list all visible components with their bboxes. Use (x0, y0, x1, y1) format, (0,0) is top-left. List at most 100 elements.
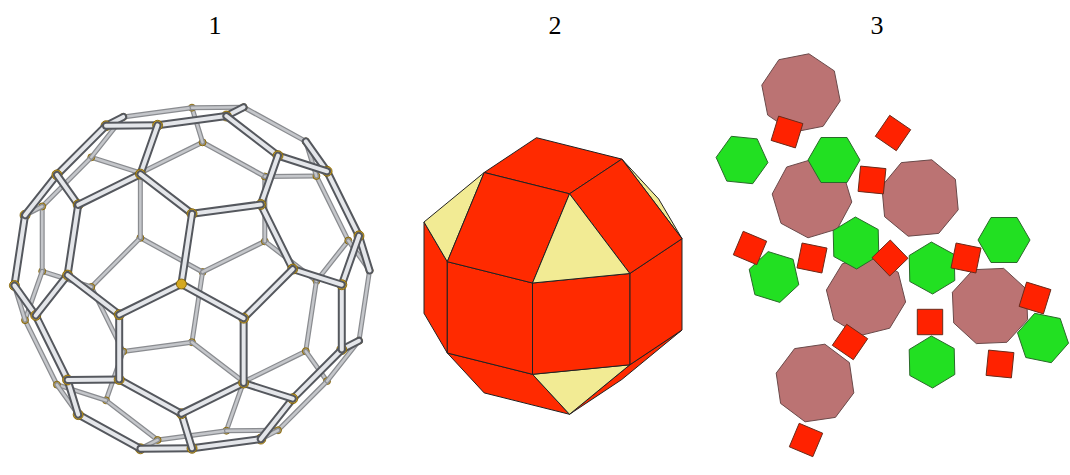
bond-stick (91, 157, 140, 173)
bond-highlight (91, 238, 140, 287)
bond-highlight (192, 108, 203, 143)
bond-highlight (117, 315, 121, 380)
hexagon-face (1018, 313, 1069, 362)
rhombicuboctahedron (424, 138, 682, 415)
square-face (872, 240, 908, 276)
bond-stick (192, 342, 244, 382)
hexagon-face (716, 136, 768, 183)
bond-stick (140, 174, 192, 214)
bond-highlight (25, 175, 57, 215)
bond-highlight (226, 116, 278, 156)
bond-stick (119, 284, 181, 315)
bond-highlight (192, 439, 261, 448)
bond-stick (36, 275, 68, 315)
bond-stick (338, 285, 346, 350)
bond-highlight (68, 378, 120, 382)
bond-highlight (359, 270, 370, 340)
figure-number: 1 (209, 13, 222, 39)
bond-highlight (242, 318, 246, 383)
bond-stick (261, 399, 293, 439)
bond-stick (342, 236, 359, 285)
bond-stick (140, 444, 192, 452)
bond-stick (106, 121, 158, 129)
bond-highlight (244, 351, 306, 382)
square-face (733, 231, 766, 264)
hexagon-face (978, 218, 1030, 263)
bond-stick (68, 376, 120, 384)
bond-highlight (293, 269, 342, 285)
bond-highlight (140, 238, 202, 272)
bond-highlight (140, 446, 192, 450)
square-face (771, 116, 803, 148)
bond-highlight (36, 275, 68, 315)
fullerene-model (9, 104, 373, 454)
atom-ball (176, 279, 186, 289)
square-face (875, 115, 910, 150)
bond-stick (138, 173, 143, 238)
bond-highlight (140, 125, 157, 174)
bond-highlight (139, 173, 142, 238)
bond-highlight (203, 241, 265, 272)
bond-highlight (78, 415, 140, 449)
bond-stick (293, 269, 342, 285)
bond-stick (25, 175, 57, 215)
square-face (858, 166, 886, 194)
square-face (789, 423, 822, 456)
bond-highlight (158, 116, 227, 125)
polyhedron-net (716, 54, 1068, 457)
bond-stick (203, 142, 265, 176)
bond-stick (119, 380, 181, 414)
bond-highlight (340, 285, 344, 350)
bond-stick (78, 174, 140, 205)
bond-stick (91, 238, 140, 287)
bond-stick (57, 126, 106, 175)
octagon-face (776, 344, 854, 422)
square-face (917, 309, 942, 334)
bond-highlight (36, 315, 68, 380)
bond-stick (115, 315, 123, 380)
bond-stick (261, 156, 278, 205)
bond-stick (68, 275, 120, 315)
bond-highlight (119, 284, 181, 315)
bond-highlight (244, 383, 293, 399)
bond-stick (57, 175, 78, 205)
bond-stick (192, 108, 203, 143)
bond-stick (244, 351, 306, 382)
triangle-face (533, 194, 630, 283)
bond-stick (240, 318, 248, 383)
bond-highlight (106, 123, 158, 127)
bond-stick (192, 439, 261, 448)
hexagon-face (909, 336, 955, 388)
bond-stick (181, 214, 192, 284)
bond-stick (192, 204, 261, 213)
bond-stick (78, 415, 140, 449)
bond-highlight (261, 204, 293, 269)
bond-highlight (306, 281, 317, 351)
bond-stick (14, 215, 25, 285)
bond-highlight (181, 383, 243, 414)
bond-highlight (181, 284, 243, 318)
octagon-face (762, 54, 840, 132)
hexagon-face (909, 242, 955, 294)
bond-stick (123, 342, 192, 351)
bond-highlight (278, 156, 327, 172)
bond-stick (192, 272, 203, 342)
bond-highlight (261, 156, 278, 205)
octagon-face (952, 268, 1027, 343)
bond-stick (140, 125, 157, 174)
bond-highlight (78, 174, 140, 205)
bond-stick (359, 270, 370, 340)
bond-stick (244, 269, 293, 318)
bond-highlight (123, 342, 192, 351)
bond-highlight (192, 272, 203, 342)
bond-stick (123, 108, 192, 117)
bond-stick (203, 241, 265, 272)
square-face (951, 243, 981, 273)
bond-highlight (57, 175, 78, 205)
bond-highlight (293, 350, 342, 399)
octagon-face (882, 160, 958, 236)
bond-stick (226, 116, 278, 156)
bond-stick (140, 238, 202, 272)
figure-number: 2 (549, 13, 562, 39)
